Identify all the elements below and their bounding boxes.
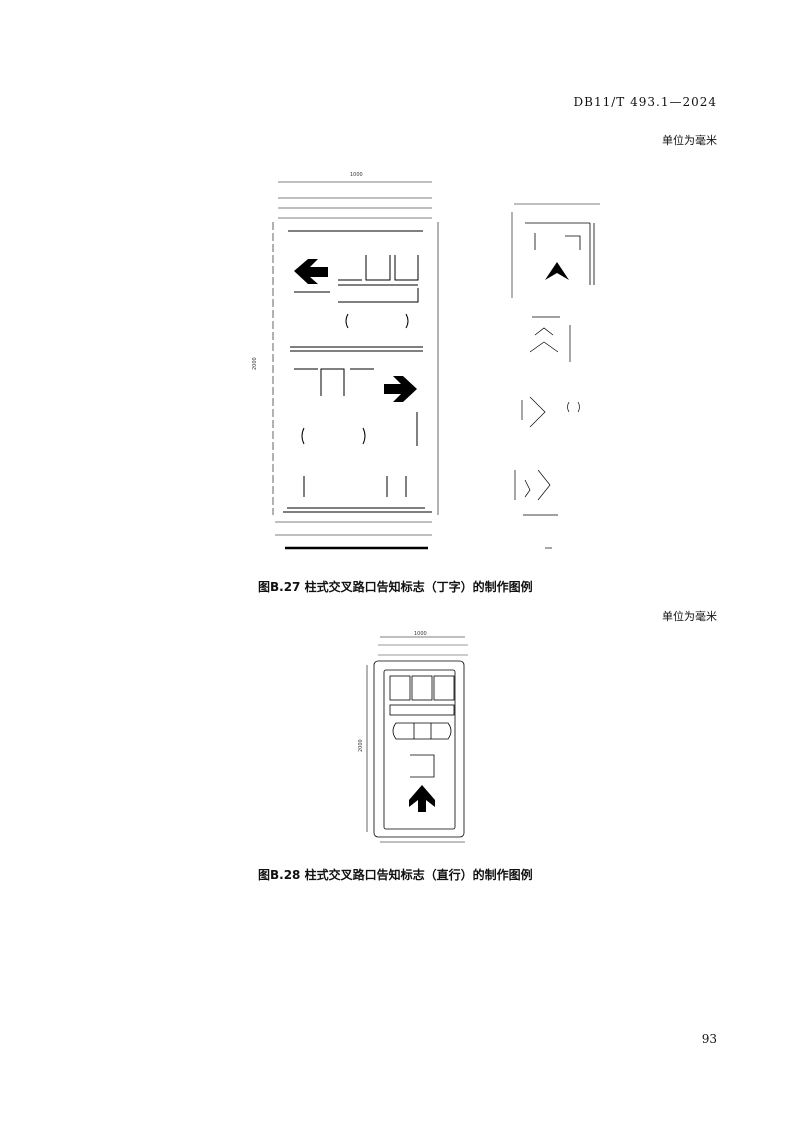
unit-note-1: 单位为毫米 [662,134,717,147]
unit-note-2: 单位为毫米 [662,610,717,623]
figure-b28-height-dim: 2000 [358,739,364,752]
figure-b27-caption: 图B.27 柱式交叉路口告知标志（丁字）的制作图例 [258,580,533,594]
figure-b28-width-dim: 1000 [414,631,427,637]
figure-b27-detail-corner [511,203,600,298]
svg-text:2000: 2000 [252,357,258,370]
arrow-up-icon [409,785,435,812]
figure-b27-main-sign [272,181,439,550]
figure-b27-detail-chevrons [514,316,580,549]
figure-b28-sign [366,636,468,843]
figure-b28-caption: 图B.28 柱式交叉路口告知标志（直行）的制作图例 [258,868,533,882]
arrow-left-icon [294,259,328,284]
page-number: 93 [701,1032,717,1046]
chevron-up-icon [545,262,569,280]
arrow-right-icon [384,376,417,402]
svg-text:1000: 1000 [350,172,363,178]
standard-code: DB11/T 493.1—2024 [573,95,717,109]
